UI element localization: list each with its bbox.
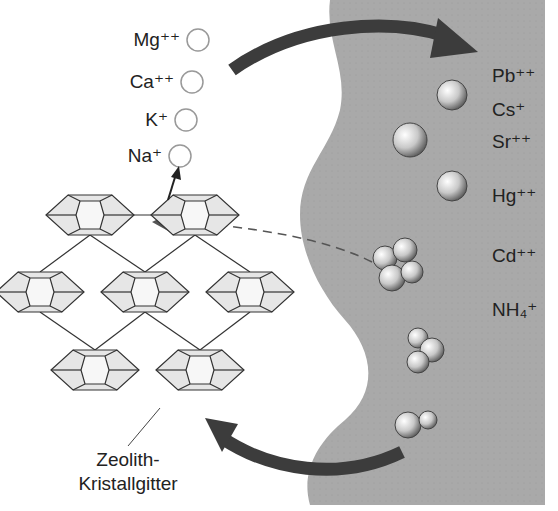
- lattice-label: Zeolith- Kristallgitter: [62, 448, 194, 496]
- ion-label: Hg⁺⁺: [492, 184, 536, 208]
- ion-spheres: [373, 80, 467, 438]
- zeolite-lattice: [0, 195, 294, 390]
- exchange-arrow: [205, 418, 402, 469]
- ion-label: K⁺: [145, 108, 168, 132]
- ion-label: Pb⁺⁺: [492, 64, 535, 88]
- release-arrow: [168, 166, 181, 200]
- ion-label: Cs⁺: [492, 98, 525, 122]
- ion-label: Ca⁺⁺: [130, 70, 174, 94]
- leader-line: [128, 408, 160, 446]
- ion-label: Sr⁺⁺: [492, 130, 531, 154]
- solution-band: [300, 0, 545, 505]
- ion-label: Mg⁺⁺: [134, 28, 180, 52]
- ion-label: NH₄⁺: [492, 298, 537, 322]
- exchange-arrow: [232, 18, 478, 70]
- ion-label: Cd⁺⁺: [492, 244, 536, 268]
- ion-label: Na⁺: [128, 144, 162, 168]
